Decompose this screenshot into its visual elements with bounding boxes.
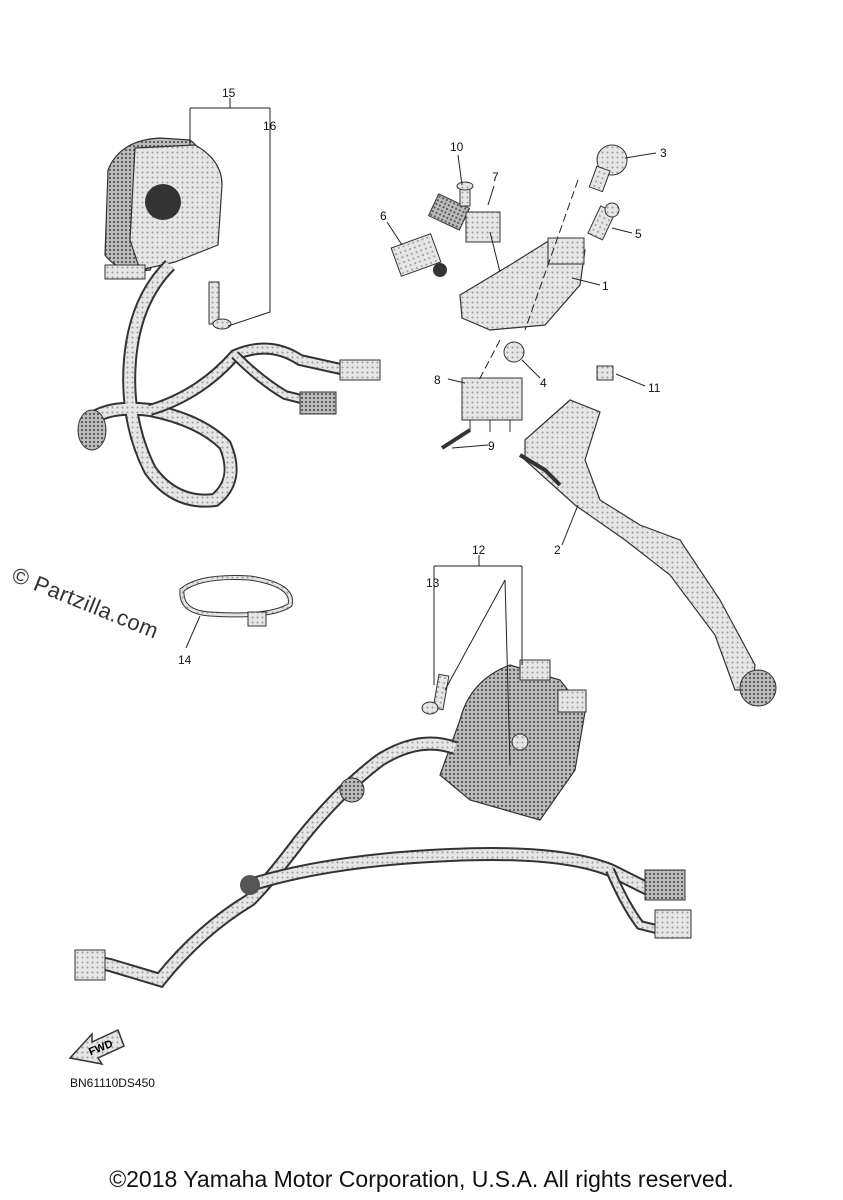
callout-4: 4 [540,376,547,390]
copyright-notice: ©2018 Yamaha Motor Corporation, U.S.A. A… [109,1166,734,1192]
screw-9 [440,428,472,450]
diagram-code: BN61110DS450 [70,1076,155,1090]
leader-lines [185,98,657,766]
callout-5: 5 [635,227,642,241]
screw-10 [456,181,474,207]
left-handlebar-switch [77,137,381,508]
band-14 [179,575,293,627]
callout-10: 10 [450,140,464,154]
switch-6 [390,233,447,277]
switch-8 [461,377,523,432]
nut-4 [503,341,525,363]
callout-1: 1 [602,279,609,293]
adjuster-7 [427,193,501,243]
callout-12: 12 [472,543,486,557]
ball-bolt-3 [588,144,628,193]
screw-13 [421,673,450,715]
bolt-5 [587,202,620,241]
callout-7: 7 [492,170,499,184]
callout-14: 14 [178,653,192,667]
clutch-lever-2 [518,399,777,707]
callout-labels: 15 16 10 7 6 3 5 1 4 8 9 11 2 12 13 14 [178,86,667,667]
screw-16 [208,281,232,330]
callout-16: 16 [263,119,277,133]
callout-6: 6 [380,209,387,223]
lever-holder-1 [459,237,586,331]
callout-11: 11 [648,381,661,395]
callout-15: 15 [222,86,236,100]
callout-8: 8 [434,373,441,387]
fwd-arrow: FWD [68,1028,125,1066]
callout-2: 2 [554,543,561,557]
collar-11 [596,365,614,381]
callout-3: 3 [660,146,667,160]
callout-13: 13 [426,576,440,590]
callout-9: 9 [488,439,495,453]
right-handlebar-switch [74,659,692,989]
